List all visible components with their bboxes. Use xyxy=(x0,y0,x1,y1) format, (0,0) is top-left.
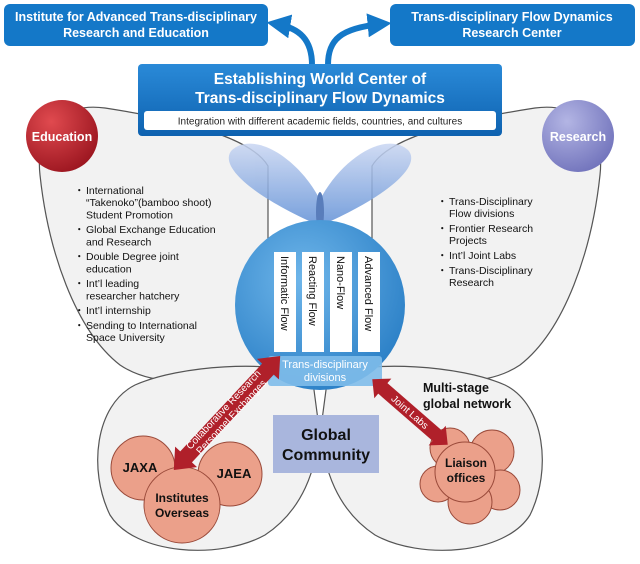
flow-label: Informatic Flow xyxy=(278,256,290,331)
education-bullet-icon: ・ xyxy=(74,185,85,197)
institutes-overseas-line-1: Institutes xyxy=(155,491,209,505)
liaison-line-1: Liaison xyxy=(445,456,487,470)
global-community-box: Global Community xyxy=(273,415,379,473)
banner-subtitle: Integration with different academic fiel… xyxy=(178,117,462,128)
education-bullet-icon: ・ xyxy=(74,251,85,263)
education-bullet-icon: ・ xyxy=(74,320,85,332)
education-bullet-icon: ・ xyxy=(74,305,85,317)
education-item: Int’l leading xyxy=(86,278,139,290)
arrow-to-institute xyxy=(266,14,315,66)
education-label: Education xyxy=(32,130,92,144)
jaxa-label: JAXA xyxy=(123,460,158,475)
institute-line-2: Research and Education xyxy=(63,26,209,40)
education-item: Global Exchange Education xyxy=(86,224,216,236)
org-cluster-left: JAXA JAEA Institutes Overseas xyxy=(110,435,263,544)
banner-title-line-2: Trans-disciplinary Flow Dynamics xyxy=(195,90,445,107)
research-item: Flow divisions xyxy=(449,208,514,220)
research-center-line-2: Research Center xyxy=(462,26,561,40)
trans-disciplinary-hub: Informatic Flow Reacting Flow Nano-Flow Adv… xyxy=(235,220,405,390)
institute-line-1: Institute for Advanced Trans-disciplinar… xyxy=(15,10,257,24)
education-list: ・International“Takenoko”(bamboo shoot)St… xyxy=(74,185,216,344)
education-item: International xyxy=(86,185,144,197)
education-item: Student Promotion xyxy=(86,209,173,221)
top-box-research-center: Trans-disciplinary Flow Dynamics Researc… xyxy=(390,4,635,46)
banner-title-line-1: Establishing World Center of xyxy=(214,71,427,88)
research-label: Research xyxy=(550,130,606,144)
flow-bar xyxy=(358,252,380,352)
jaea-label: JAEA xyxy=(217,466,252,481)
education-item: Double Degree joint xyxy=(86,251,179,263)
research-bullet-icon: ・ xyxy=(437,196,448,208)
education-bullet-icon: ・ xyxy=(74,278,85,290)
research-item: Trans-Disciplinary xyxy=(449,196,533,208)
education-item: Space University xyxy=(86,332,166,344)
education-item: researcher hatchery xyxy=(86,290,180,302)
education-item: and Research xyxy=(86,236,152,248)
org-cluster-right: Liaison offices xyxy=(419,427,521,525)
research-item: Projects xyxy=(449,235,487,247)
network-line-1: Multi-stage xyxy=(423,381,489,395)
education-item: education xyxy=(86,263,132,275)
research-item: Frontier Research xyxy=(449,223,533,235)
top-box-institute: Institute for Advanced Trans-disciplinar… xyxy=(4,4,268,46)
flow-divisions: Informatic Flow Reacting Flow Nano-Flow Adv… xyxy=(274,252,380,352)
education-item: Int’l internship xyxy=(86,305,151,317)
education-item: “Takenoko”(bamboo shoot) xyxy=(86,197,211,209)
institutes-overseas-line-2: Overseas xyxy=(155,506,209,520)
flow-label: Reacting Flow xyxy=(306,256,318,326)
liaison-line-2: offices xyxy=(447,471,486,485)
divisions-line-1: Trans-disciplinary xyxy=(282,359,368,371)
research-center-line-1: Trans-disciplinary Flow Dynamics xyxy=(411,10,613,24)
research-item: Trans-Disciplinary xyxy=(449,265,533,277)
research-badge: Research xyxy=(542,100,614,172)
education-bullet-icon: ・ xyxy=(74,224,85,236)
education-item: Sending to International xyxy=(86,320,197,332)
flow-bar xyxy=(302,252,324,352)
global-community-line-1: Global xyxy=(301,427,351,444)
flow-bar xyxy=(274,252,296,352)
divisions-line-2: divisions xyxy=(304,372,347,384)
global-community-line-2: Community xyxy=(282,447,370,464)
flow-label: Nano-Flow xyxy=(334,256,346,309)
flow-label: Advanced Flow xyxy=(362,256,374,331)
arrow-to-research-center xyxy=(325,13,392,66)
network-line-2: global network xyxy=(423,397,511,411)
research-bullet-icon: ・ xyxy=(437,250,448,262)
education-badge: Education xyxy=(26,100,98,172)
research-bullet-icon: ・ xyxy=(437,223,448,235)
research-bullet-icon: ・ xyxy=(437,265,448,277)
banner: Establishing World Center of Trans-disci… xyxy=(138,64,502,136)
flow-bar xyxy=(330,252,352,352)
research-item: Research xyxy=(449,277,494,289)
research-item: Int’l Joint Labs xyxy=(449,250,516,262)
